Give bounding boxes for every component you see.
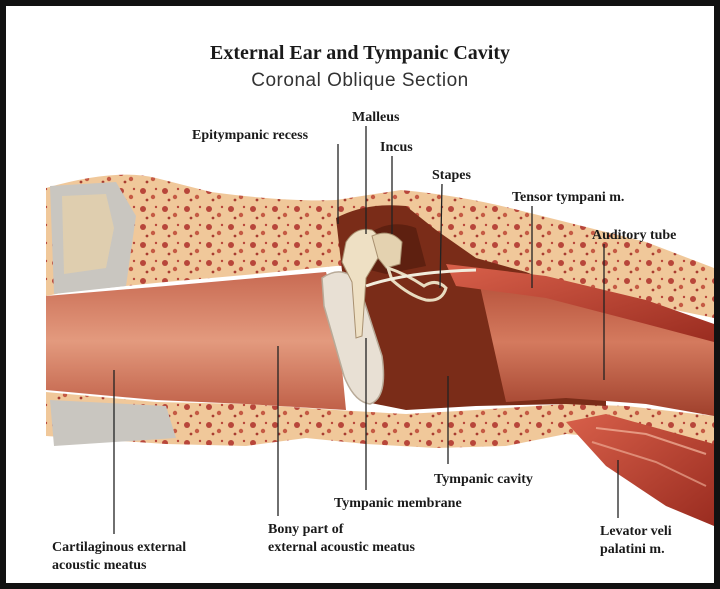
label-levator-line1: Levator veli [600, 524, 672, 540]
diagram-title: External Ear and Tympanic Cavity [6, 42, 714, 65]
leader-stapes [440, 184, 442, 288]
label-incus: Incus [380, 140, 413, 156]
label-cartilaginous-line1: Cartilaginous external [52, 540, 186, 556]
label-bony-part-line1: Bony part of [268, 522, 343, 538]
label-tympanic-membrane: Tympanic membrane [334, 496, 462, 512]
label-auditory-tube: Auditory tube [592, 228, 676, 244]
label-epitympanic-recess: Epitympanic recess [192, 128, 308, 144]
label-levator-line2: palatini m. [600, 542, 665, 558]
diagram-frame: External Ear and Tympanic Cavity Coronal… [6, 6, 714, 583]
label-tensor-tympani: Tensor tympani m. [512, 190, 624, 206]
diagram-subtitle: Coronal Oblique Section [6, 70, 714, 92]
label-stapes: Stapes [432, 168, 471, 184]
label-malleus: Malleus [352, 110, 399, 126]
label-bony-part-line2: external acoustic meatus [268, 540, 415, 556]
label-cartilaginous-line2: acoustic meatus [52, 558, 147, 574]
label-tympanic-cavity: Tympanic cavity [434, 472, 533, 488]
